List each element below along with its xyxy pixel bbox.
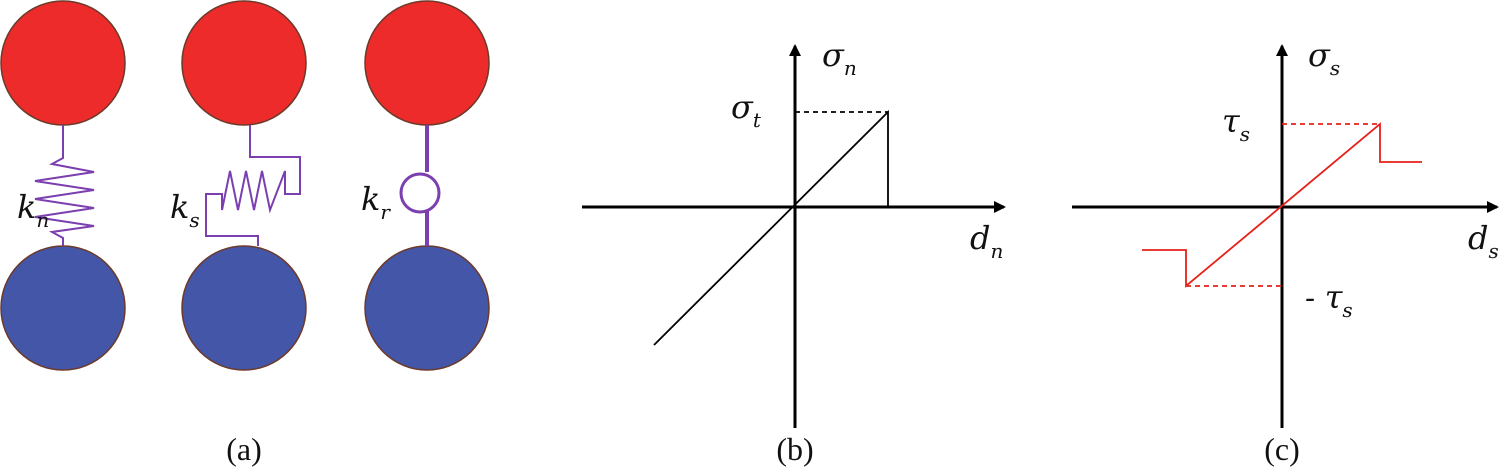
spring-label-ks: ks: [170, 188, 200, 232]
panel-a: kn ks kr (a): [0, 0, 490, 467]
x-axis-label-b: dn: [970, 219, 1003, 263]
spring-label-kn: kn: [17, 188, 49, 232]
bottom-particle-1: [0, 245, 126, 371]
caption-a: (a): [226, 431, 262, 467]
normal-spring: [34, 125, 95, 246]
top-particle-1: [0, 0, 126, 126]
top-particle-2: [181, 0, 307, 126]
caption-b: (b): [776, 431, 813, 467]
constitutive-curve-c: [1142, 122, 1422, 288]
rolling-spring: [399, 125, 441, 246]
y-axis-label-b: σn: [822, 36, 857, 80]
pos-label-c: τs: [1222, 102, 1250, 146]
shear-spring: [205, 125, 301, 246]
constitutive-curve-b: [653, 109, 889, 346]
x-axis-label-c: ds: [1468, 219, 1499, 263]
top-particle-3: [364, 0, 490, 126]
bottom-particle-2: [181, 245, 307, 371]
neg-label-c: - τs: [1305, 278, 1353, 322]
caption-c: (c): [1264, 431, 1300, 467]
panel-b: σn dn σt (b): [582, 36, 1006, 467]
panel-c: σs ds τs - τs (c): [1072, 36, 1499, 467]
spring-label-kr: kr: [361, 180, 391, 224]
bottom-particle-3: [364, 245, 490, 371]
peak-label-b: σt: [731, 88, 762, 132]
y-axis-label-c: σs: [1308, 36, 1340, 80]
